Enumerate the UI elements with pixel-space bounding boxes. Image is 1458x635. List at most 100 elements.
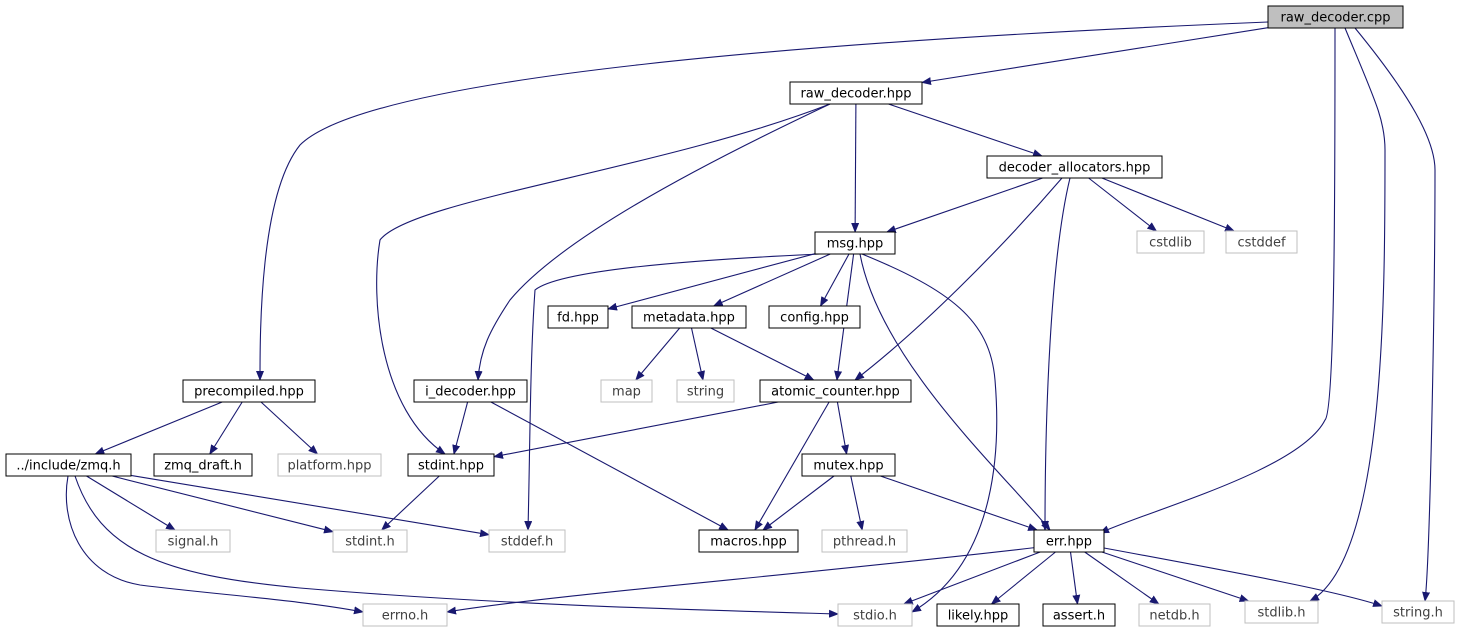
edge-mutex_hpp-to-err_hpp bbox=[880, 475, 1039, 531]
node-label: stdint.h bbox=[345, 535, 394, 550]
node-metadata_hpp[interactable]: metadata.hpp bbox=[631, 305, 747, 329]
node-box bbox=[1033, 529, 1105, 553]
node-label: cstddef bbox=[1237, 236, 1286, 251]
edge-line bbox=[493, 401, 779, 459]
edge-msg_hpp-to-err_hpp bbox=[859, 253, 1051, 531]
node-label: ../include/zmq.h bbox=[16, 459, 120, 474]
node-zmq_h[interactable]: ../include/zmq.h bbox=[5, 453, 132, 477]
edge-line bbox=[754, 401, 830, 531]
node-stdint_h: stdint.h bbox=[332, 529, 408, 553]
node-label: likely.hpp bbox=[948, 609, 1009, 624]
node-box bbox=[759, 379, 912, 403]
edge-raw_decoder_cpp-to-precompiled_hpp bbox=[256, 21, 1269, 381]
node-box bbox=[789, 81, 923, 105]
edge-err_hpp-to-likely_hpp bbox=[990, 551, 1056, 605]
edge-line bbox=[524, 253, 821, 531]
edge-precompiled_hpp-to-zmq_draft_h bbox=[209, 401, 243, 455]
node-box bbox=[407, 453, 495, 477]
edge-line bbox=[86, 475, 176, 531]
edge-line bbox=[635, 327, 681, 381]
edge-mutex_hpp-to-macros_hpp bbox=[762, 475, 835, 531]
edge-line bbox=[854, 177, 1063, 381]
edge-line bbox=[376, 103, 831, 455]
node-msg_hpp[interactable]: msg.hpp bbox=[814, 231, 896, 255]
node-atomic_counter_hpp[interactable]: atomic_counter.hpp bbox=[759, 379, 912, 403]
node-platform_hpp: platform.hpp bbox=[277, 453, 382, 477]
node-string: string bbox=[676, 379, 735, 403]
edge-raw_decoder_cpp-to-string_h bbox=[1354, 27, 1436, 602]
edge-line bbox=[260, 401, 319, 455]
edge-atomic_counter_hpp-to-stdint_hpp bbox=[493, 401, 779, 459]
node-assert_h[interactable]: assert.h bbox=[1042, 603, 1116, 627]
node-label: raw_decoder.cpp bbox=[1281, 11, 1391, 26]
node-box bbox=[277, 453, 382, 477]
edge-line bbox=[820, 253, 850, 307]
edge-atomic_counter_hpp-to-mutex_hpp bbox=[836, 401, 849, 455]
node-box bbox=[821, 529, 908, 553]
edge-line bbox=[885, 177, 1043, 233]
edge-i_decoder_hpp-to-stdint_hpp bbox=[452, 401, 469, 455]
node-raw_decoder_cpp[interactable]: raw_decoder.cpp bbox=[1267, 5, 1404, 29]
edge-stdint_hpp-to-stdint_h bbox=[380, 475, 440, 531]
node-precompiled_hpp[interactable]: precompiled.hpp bbox=[182, 379, 316, 403]
edge-line bbox=[380, 475, 440, 531]
node-cstddef: cstddef bbox=[1225, 230, 1298, 254]
node-box bbox=[547, 305, 609, 329]
node-box bbox=[1381, 600, 1455, 624]
node-box bbox=[986, 155, 1163, 179]
node-stddef_h: stddef.h bbox=[488, 529, 566, 553]
edge-metadata_hpp-to-map bbox=[635, 327, 681, 381]
edge-precompiled_hpp-to-zmq_h bbox=[94, 401, 223, 455]
node-box bbox=[1244, 600, 1319, 624]
node-box bbox=[801, 453, 896, 477]
node-config_hpp[interactable]: config.hpp bbox=[768, 305, 861, 329]
edge-decoder_allocators_hpp-to-msg_hpp bbox=[885, 177, 1043, 233]
node-macros_hpp[interactable]: macros.hpp bbox=[698, 529, 799, 553]
node-label: stdlib.h bbox=[1258, 606, 1306, 621]
edge-line bbox=[65, 475, 364, 615]
edge-msg_hpp-to-stddef_h bbox=[524, 253, 821, 531]
edge-line bbox=[1041, 177, 1071, 531]
node-box bbox=[362, 603, 448, 627]
node-box bbox=[814, 231, 896, 255]
edge-decoder_allocators_hpp-to-cstdlib bbox=[1088, 177, 1158, 232]
edge-line bbox=[446, 546, 1041, 615]
node-pthread_h: pthread.h bbox=[821, 529, 908, 553]
nodes-layer: raw_decoder.cpp raw_decoder.hpp precompile… bbox=[5, 5, 1455, 627]
edge-line bbox=[607, 253, 816, 311]
node-decoder_allocators_hpp[interactable]: decoder_allocators.hpp bbox=[986, 155, 1163, 179]
edge-line bbox=[1309, 27, 1386, 602]
edge-line bbox=[880, 475, 1039, 531]
node-stdint_hpp[interactable]: stdint.hpp bbox=[407, 453, 495, 477]
node-zmq_draft_h[interactable]: zmq_draft.h bbox=[153, 453, 253, 477]
node-box bbox=[1138, 603, 1211, 627]
node-likely_hpp[interactable]: likely.hpp bbox=[936, 603, 1020, 627]
node-fd_hpp[interactable]: fd.hpp bbox=[547, 305, 609, 329]
node-label: macros.hpp bbox=[710, 535, 786, 550]
edge-line bbox=[1084, 551, 1160, 605]
node-label: config.hpp bbox=[780, 311, 849, 326]
edge-line bbox=[94, 401, 223, 455]
node-errno_h: errno.h bbox=[362, 603, 448, 627]
node-box bbox=[676, 379, 735, 403]
edge-msg_hpp-to-stdio_h bbox=[861, 253, 998, 613]
node-i_decoder_hpp[interactable]: i_decoder.hpp bbox=[413, 379, 528, 403]
node-box bbox=[182, 379, 316, 403]
node-err_hpp[interactable]: err.hpp bbox=[1033, 529, 1105, 553]
node-label: atomic_counter.hpp bbox=[771, 385, 900, 400]
edge-decoder_allocators_hpp-to-atomic_counter_hpp bbox=[854, 177, 1063, 381]
edge-line bbox=[762, 475, 835, 531]
edge-line bbox=[209, 401, 243, 455]
node-label: msg.hpp bbox=[827, 237, 884, 252]
edge-err_hpp-to-assert_h bbox=[1069, 551, 1081, 605]
node-label: cstdlib bbox=[1149, 236, 1192, 251]
node-mutex_hpp[interactable]: mutex.hpp bbox=[801, 453, 896, 477]
node-box bbox=[155, 529, 231, 553]
node-raw_decoder_hpp[interactable]: raw_decoder.hpp bbox=[789, 81, 923, 105]
node-label: precompiled.hpp bbox=[194, 385, 304, 400]
node-label: errno.h bbox=[382, 609, 429, 624]
edge-zmq_h-to-stddef_h bbox=[130, 474, 490, 538]
edge-precompiled_hpp-to-platform_hpp bbox=[260, 401, 319, 455]
node-label: map bbox=[612, 385, 641, 400]
